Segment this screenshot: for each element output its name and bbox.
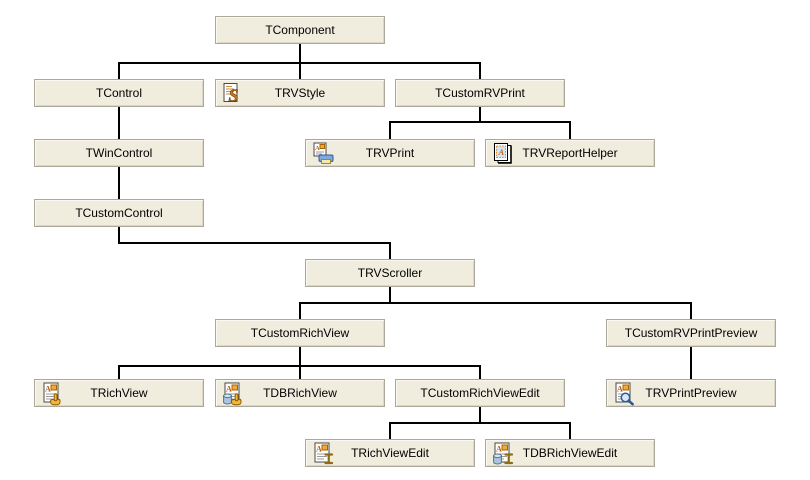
print-icon: A: [311, 142, 335, 166]
node-label: TRVStyle: [274, 86, 326, 100]
node-tdbrichview[interactable]: A TDBRichView: [215, 379, 385, 407]
node-label: TCustomRichView: [250, 326, 350, 340]
connector-line: [299, 63, 301, 79]
svg-text:A: A: [45, 385, 51, 394]
connector-line: [569, 423, 571, 439]
connector-line: [389, 423, 391, 439]
node-label: TRVPrint: [365, 146, 415, 160]
node-label: TCustomRVPrintPreview: [624, 326, 758, 340]
node-trvscroller[interactable]: TRVScroller: [305, 259, 475, 287]
connector-line: [299, 44, 301, 63]
node-label: TRVPrintPreview: [645, 386, 737, 400]
node-tcustomrichviewedit[interactable]: TCustomRichViewEdit: [395, 379, 565, 407]
connector-line: [479, 366, 481, 379]
richview-edit-icon: A: [311, 442, 335, 466]
rvstyle-icon: S: [221, 82, 245, 106]
connector-line: [479, 107, 481, 122]
node-tcustomrichview[interactable]: TCustomRichView: [215, 319, 385, 347]
node-trvreporthelper[interactable]: A TRVReportHelper: [485, 139, 655, 167]
connector-line: [389, 122, 391, 139]
svg-text:A: A: [315, 145, 320, 152]
node-tcontrol[interactable]: TControl: [34, 79, 204, 107]
svg-text:A: A: [498, 147, 505, 157]
connector-line: [118, 242, 391, 244]
node-label: TCustomRVPrint: [435, 86, 525, 100]
node-label: TWinControl: [85, 146, 153, 160]
connector-line: [389, 243, 391, 259]
connector-line: [479, 407, 481, 423]
svg-text:A: A: [496, 445, 502, 454]
node-label: TRVScroller: [357, 266, 423, 280]
node-tcustomrvprint[interactable]: TCustomRVPrint: [395, 79, 565, 107]
node-label: TRVReportHelper: [522, 146, 618, 160]
connector-line: [389, 422, 571, 424]
connector-line: [389, 121, 571, 123]
print-preview-icon: A: [612, 382, 636, 406]
node-trvprint[interactable]: A TRVPrint: [305, 139, 475, 167]
connector-line: [569, 122, 571, 139]
connector-line: [118, 63, 120, 79]
node-tcustomcontrol[interactable]: TCustomControl: [34, 199, 204, 227]
connector-line: [118, 107, 120, 139]
node-label: TCustomControl: [75, 206, 163, 220]
node-trvprintpreview[interactable]: A TRVPrintPreview: [606, 379, 776, 407]
node-label: TDBRichViewEdit: [522, 446, 618, 460]
connector-line: [690, 347, 692, 379]
node-label: TControl: [95, 86, 142, 100]
svg-text:S: S: [229, 86, 239, 106]
node-label: TCustomRichViewEdit: [420, 386, 540, 400]
connector-line: [389, 287, 391, 303]
node-label: TDBRichView: [263, 386, 337, 400]
connector-line: [299, 366, 301, 379]
node-tdbrichviewedit[interactable]: A TDBRichViewEdit: [485, 439, 655, 467]
connector-line: [118, 227, 120, 243]
connector-line: [479, 63, 481, 79]
connector-line: [299, 303, 301, 319]
connector-line: [299, 347, 301, 366]
db-richview-edit-icon: A: [491, 442, 515, 466]
svg-text:A: A: [226, 385, 232, 394]
node-tcustomrvprintpreview[interactable]: TCustomRVPrintPreview: [606, 319, 776, 347]
connector-line: [118, 366, 120, 379]
node-label: TRichView: [90, 386, 148, 400]
connector-line: [690, 303, 692, 319]
richview-icon: A: [40, 382, 64, 406]
node-trichview[interactable]: A TRichView: [34, 379, 204, 407]
node-tcomponent[interactable]: TComponent: [215, 16, 385, 44]
node-twincontrol[interactable]: TWinControl: [34, 139, 204, 167]
connector-line: [299, 302, 692, 304]
svg-text:A: A: [617, 385, 623, 394]
node-trichviewedit[interactable]: A TRichViewEdit: [305, 439, 475, 467]
node-label: TRichViewEdit: [351, 446, 429, 460]
node-label: TComponent: [265, 23, 335, 37]
node-trvstyle[interactable]: S TRVStyle: [215, 79, 385, 107]
connector-line: [118, 167, 120, 199]
db-richview-icon: A: [221, 382, 245, 406]
report-helper-icon: A: [491, 142, 515, 166]
svg-text:A: A: [316, 445, 322, 454]
